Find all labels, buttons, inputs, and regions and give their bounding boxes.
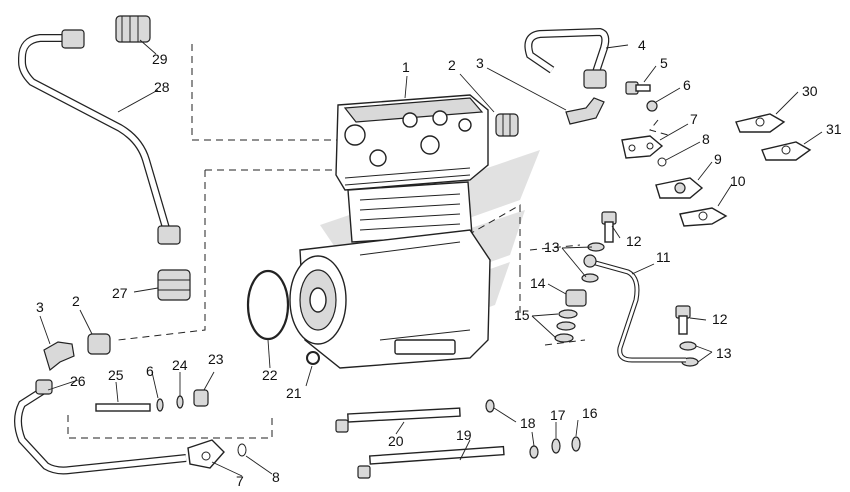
part-25-stud	[95, 403, 151, 412]
callout-12-lower: 12	[712, 311, 728, 327]
callout-29: 29	[152, 51, 168, 67]
callout-9: 9	[714, 151, 722, 167]
callout-17: 17	[550, 407, 566, 423]
part-20-bolt	[335, 407, 461, 433]
callout-1: 1	[402, 59, 410, 75]
callout-13-upper: 13	[544, 239, 560, 255]
callout-labels: 1 2 3 4 5 6 7 8 9 10 30 31 12 13 11 14 1…	[36, 37, 842, 489]
callout-14: 14	[530, 275, 546, 291]
part-1-compressor-head	[335, 94, 489, 191]
part-3-elbow-upper	[565, 97, 605, 125]
callout-10: 10	[730, 173, 746, 189]
callout-11: 11	[656, 249, 671, 265]
part-23-nut	[193, 389, 209, 407]
callout-25: 25	[108, 367, 124, 383]
part-26-pipe	[14, 379, 187, 475]
callout-6-upper: 6	[683, 77, 691, 93]
part-28-pipe	[18, 29, 181, 245]
part-8-ring-lower	[237, 443, 247, 457]
part-3-elbow-lower	[43, 341, 75, 372]
part-14-fitting	[565, 289, 587, 307]
callout-19: 19	[456, 427, 472, 443]
part-15-washers	[554, 309, 578, 343]
part-11-tube	[583, 254, 686, 363]
part-5-bolt	[625, 81, 651, 95]
callout-12-upper: 12	[626, 233, 642, 249]
part-12-bolt-lower	[675, 305, 691, 335]
part-31-gasket	[761, 141, 812, 161]
part-2-plug-upper	[495, 113, 519, 137]
callout-2-upper: 2	[448, 57, 456, 73]
callout-27: 27	[112, 285, 128, 301]
callout-15: 15	[514, 307, 530, 323]
part-29-fitting	[115, 15, 151, 43]
callout-18: 18	[520, 415, 536, 431]
callout-3-lower: 3	[36, 299, 44, 315]
part-6-washer	[646, 100, 658, 112]
part-16-washer	[571, 436, 581, 452]
part-22-o-ring	[246, 269, 290, 341]
callout-31: 31	[826, 121, 842, 137]
callout-21: 21	[286, 385, 302, 401]
part-17-washer	[551, 438, 561, 454]
part-12-bolt-upper	[601, 211, 617, 243]
callout-24: 24	[172, 357, 188, 373]
part-30-gasket	[735, 113, 786, 133]
callout-4: 4	[638, 37, 646, 53]
callout-3-upper: 3	[476, 55, 484, 71]
callout-26: 26	[70, 373, 86, 389]
leader-lines	[39, 39, 823, 477]
callout-16: 16	[582, 405, 598, 421]
compressor-crankcase	[289, 229, 491, 369]
dashed-guides	[67, 44, 669, 439]
part-9-flange	[655, 177, 704, 199]
part-27-fitting	[157, 269, 191, 301]
callout-7-upper: 7	[690, 111, 698, 127]
callout-8-upper: 8	[702, 131, 710, 147]
part-2-plug-lower	[87, 333, 111, 355]
callout-13-lower: 13	[716, 345, 732, 361]
callout-23: 23	[208, 351, 224, 367]
callout-5: 5	[660, 55, 668, 71]
callout-30: 30	[802, 83, 818, 99]
part-7-gasket-right	[621, 135, 664, 159]
part-24-lockwasher	[176, 395, 184, 409]
part-6-washer-lower	[156, 398, 164, 412]
part-10-gasket	[679, 207, 728, 227]
part-18-clip	[485, 399, 539, 459]
callout-8-lower: 8	[272, 469, 280, 485]
callout-2-lower: 2	[72, 293, 80, 309]
callout-6-lower: 6	[146, 363, 154, 379]
part-7-gasket-lower	[187, 439, 225, 469]
part-19-bolt	[357, 445, 505, 479]
callout-20: 20	[388, 433, 404, 449]
part-21-ring	[306, 351, 320, 365]
callout-22: 22	[262, 367, 278, 383]
callout-28: 28	[154, 79, 170, 95]
part-8-ring-right	[657, 157, 667, 167]
callout-7-lower: 7	[236, 473, 244, 489]
part-4-bent-pipe	[524, 27, 610, 89]
